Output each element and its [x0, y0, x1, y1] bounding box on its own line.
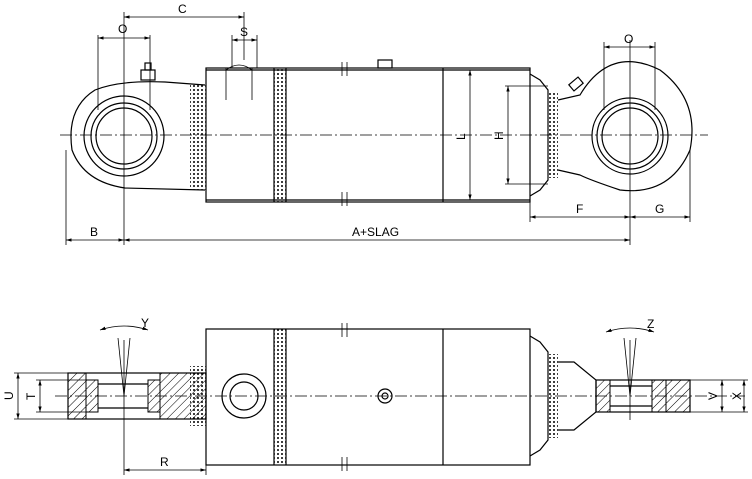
- dim-z-label: Z: [647, 317, 654, 331]
- dim-l-label: L: [454, 133, 468, 140]
- bottom-view: Y Z U: [2, 316, 748, 475]
- dim-t-label: T: [24, 392, 38, 400]
- dim-o-right-label: O: [624, 32, 633, 46]
- dim-x-label: X: [730, 392, 744, 400]
- vent-bottom-outer: [377, 388, 393, 404]
- port-bottom-outer: [221, 373, 267, 419]
- dim-f-label: F: [576, 202, 583, 216]
- right-bearing-left: [595, 379, 611, 413]
- port-top: [225, 64, 253, 100]
- dim-a-slag-label: A+SLAG: [352, 225, 399, 239]
- port-bottom-inner: [229, 381, 259, 411]
- right-bearing-right: [651, 379, 667, 413]
- dim-g-label: G: [655, 202, 664, 216]
- dim-r-label: R: [160, 455, 169, 469]
- barrel-bottom: [205, 328, 531, 466]
- left-eye-body: [70, 81, 206, 191]
- dim-o-left-label: O: [118, 22, 127, 36]
- right-eye-body: [557, 61, 693, 192]
- vent-bottom-inner: [381, 392, 389, 400]
- air-vent: [377, 59, 393, 69]
- dim-c-label: C: [178, 2, 187, 16]
- dim-y-label: Y: [141, 316, 149, 330]
- dim-b-label: B: [90, 225, 98, 239]
- left-bearing-left: [85, 379, 99, 413]
- dim-v-label: V: [706, 392, 720, 400]
- right-eye-section: [665, 379, 691, 413]
- dim-h-label: H: [492, 131, 506, 140]
- top-view: C O S O L H F G B A+SL: [60, 2, 708, 245]
- left-weld: [190, 85, 206, 190]
- left-grease-nipple: [140, 69, 156, 81]
- dim-u-label: U: [2, 391, 16, 400]
- port-weld: [274, 68, 286, 202]
- right-grease-nipple: [567, 76, 585, 92]
- left-bearing-right: [147, 379, 161, 413]
- barrel: [205, 67, 531, 203]
- dim-s-label: S: [240, 25, 248, 39]
